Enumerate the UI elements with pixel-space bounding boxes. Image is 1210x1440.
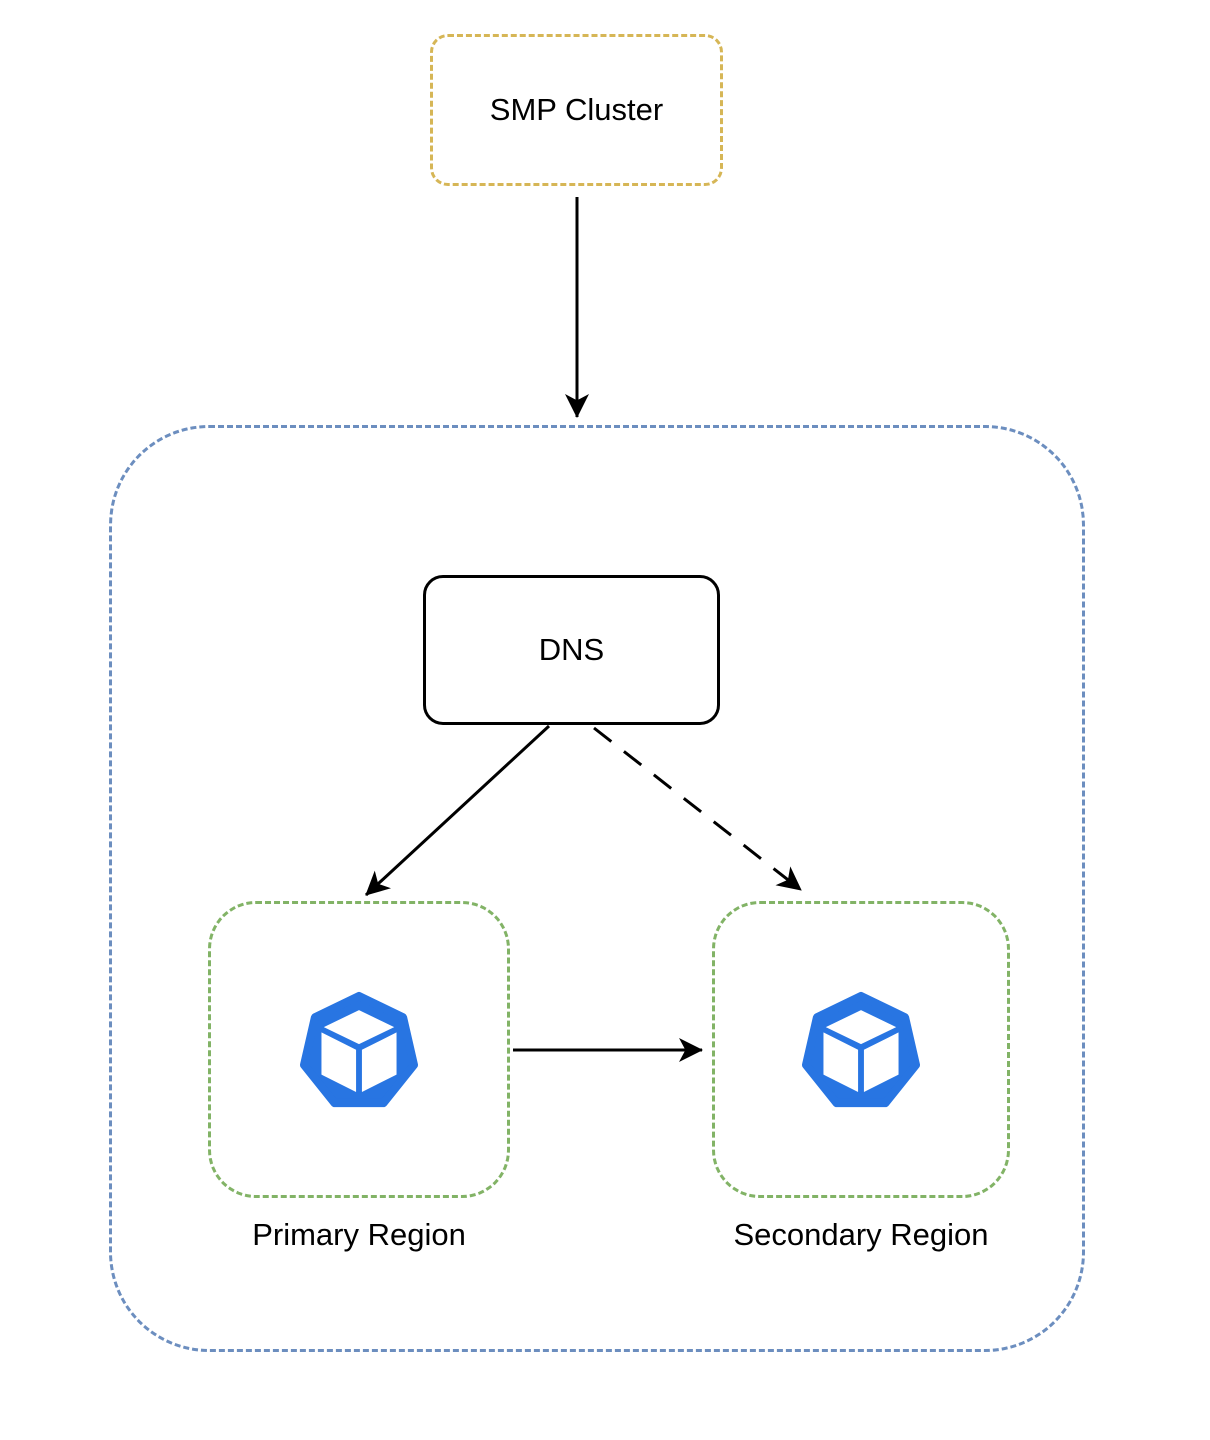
cube-heptagon-icon bbox=[297, 989, 421, 1111]
primary-region-label: Primary Region bbox=[252, 1217, 466, 1252]
secondary-region-label: Secondary Region bbox=[733, 1217, 989, 1252]
node-secondary-region bbox=[712, 901, 1010, 1198]
node-smp-cluster-label: SMP Cluster bbox=[489, 92, 664, 128]
node-dns: DNS bbox=[423, 575, 720, 725]
cube-heptagon-icon bbox=[799, 989, 923, 1111]
node-primary-region bbox=[208, 901, 510, 1198]
dns-zone-container bbox=[109, 425, 1085, 1352]
node-smp-cluster: SMP Cluster bbox=[430, 34, 723, 186]
node-dns-label: DNS bbox=[538, 632, 605, 668]
